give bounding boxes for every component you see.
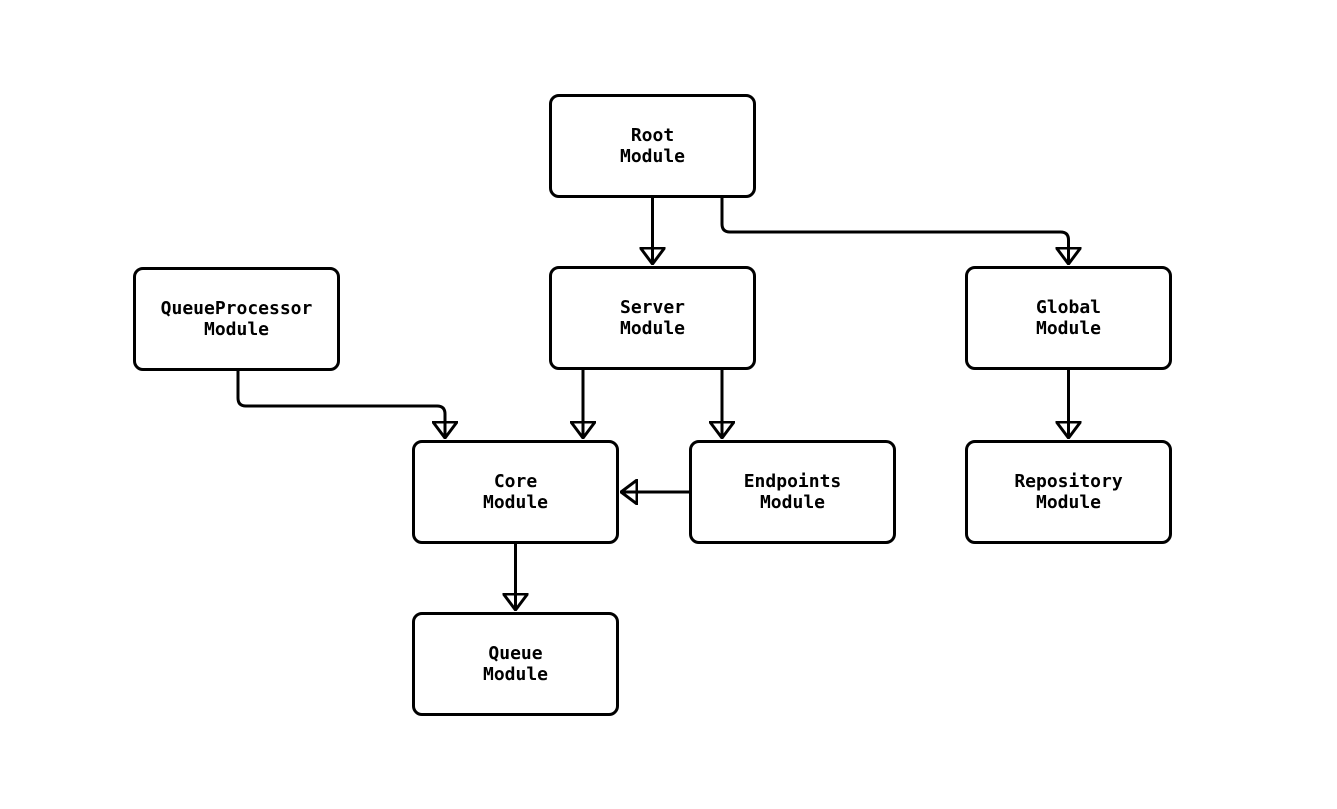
node-global-module: Global Module <box>965 266 1172 370</box>
node-server-module: Server Module <box>549 266 756 370</box>
node-repository-module: Repository Module <box>965 440 1172 544</box>
node-queueprocessor-module: QueueProcessor Module <box>133 267 340 371</box>
node-root-module: Root Module <box>549 94 756 198</box>
edge-queueprocessor-to-core <box>236 371 445 438</box>
node-core-module: Core Module <box>412 440 619 544</box>
node-queue-module: Queue Module <box>412 612 619 716</box>
edge-root-to-global <box>720 198 1069 264</box>
node-endpoints-module: Endpoints Module <box>689 440 896 544</box>
